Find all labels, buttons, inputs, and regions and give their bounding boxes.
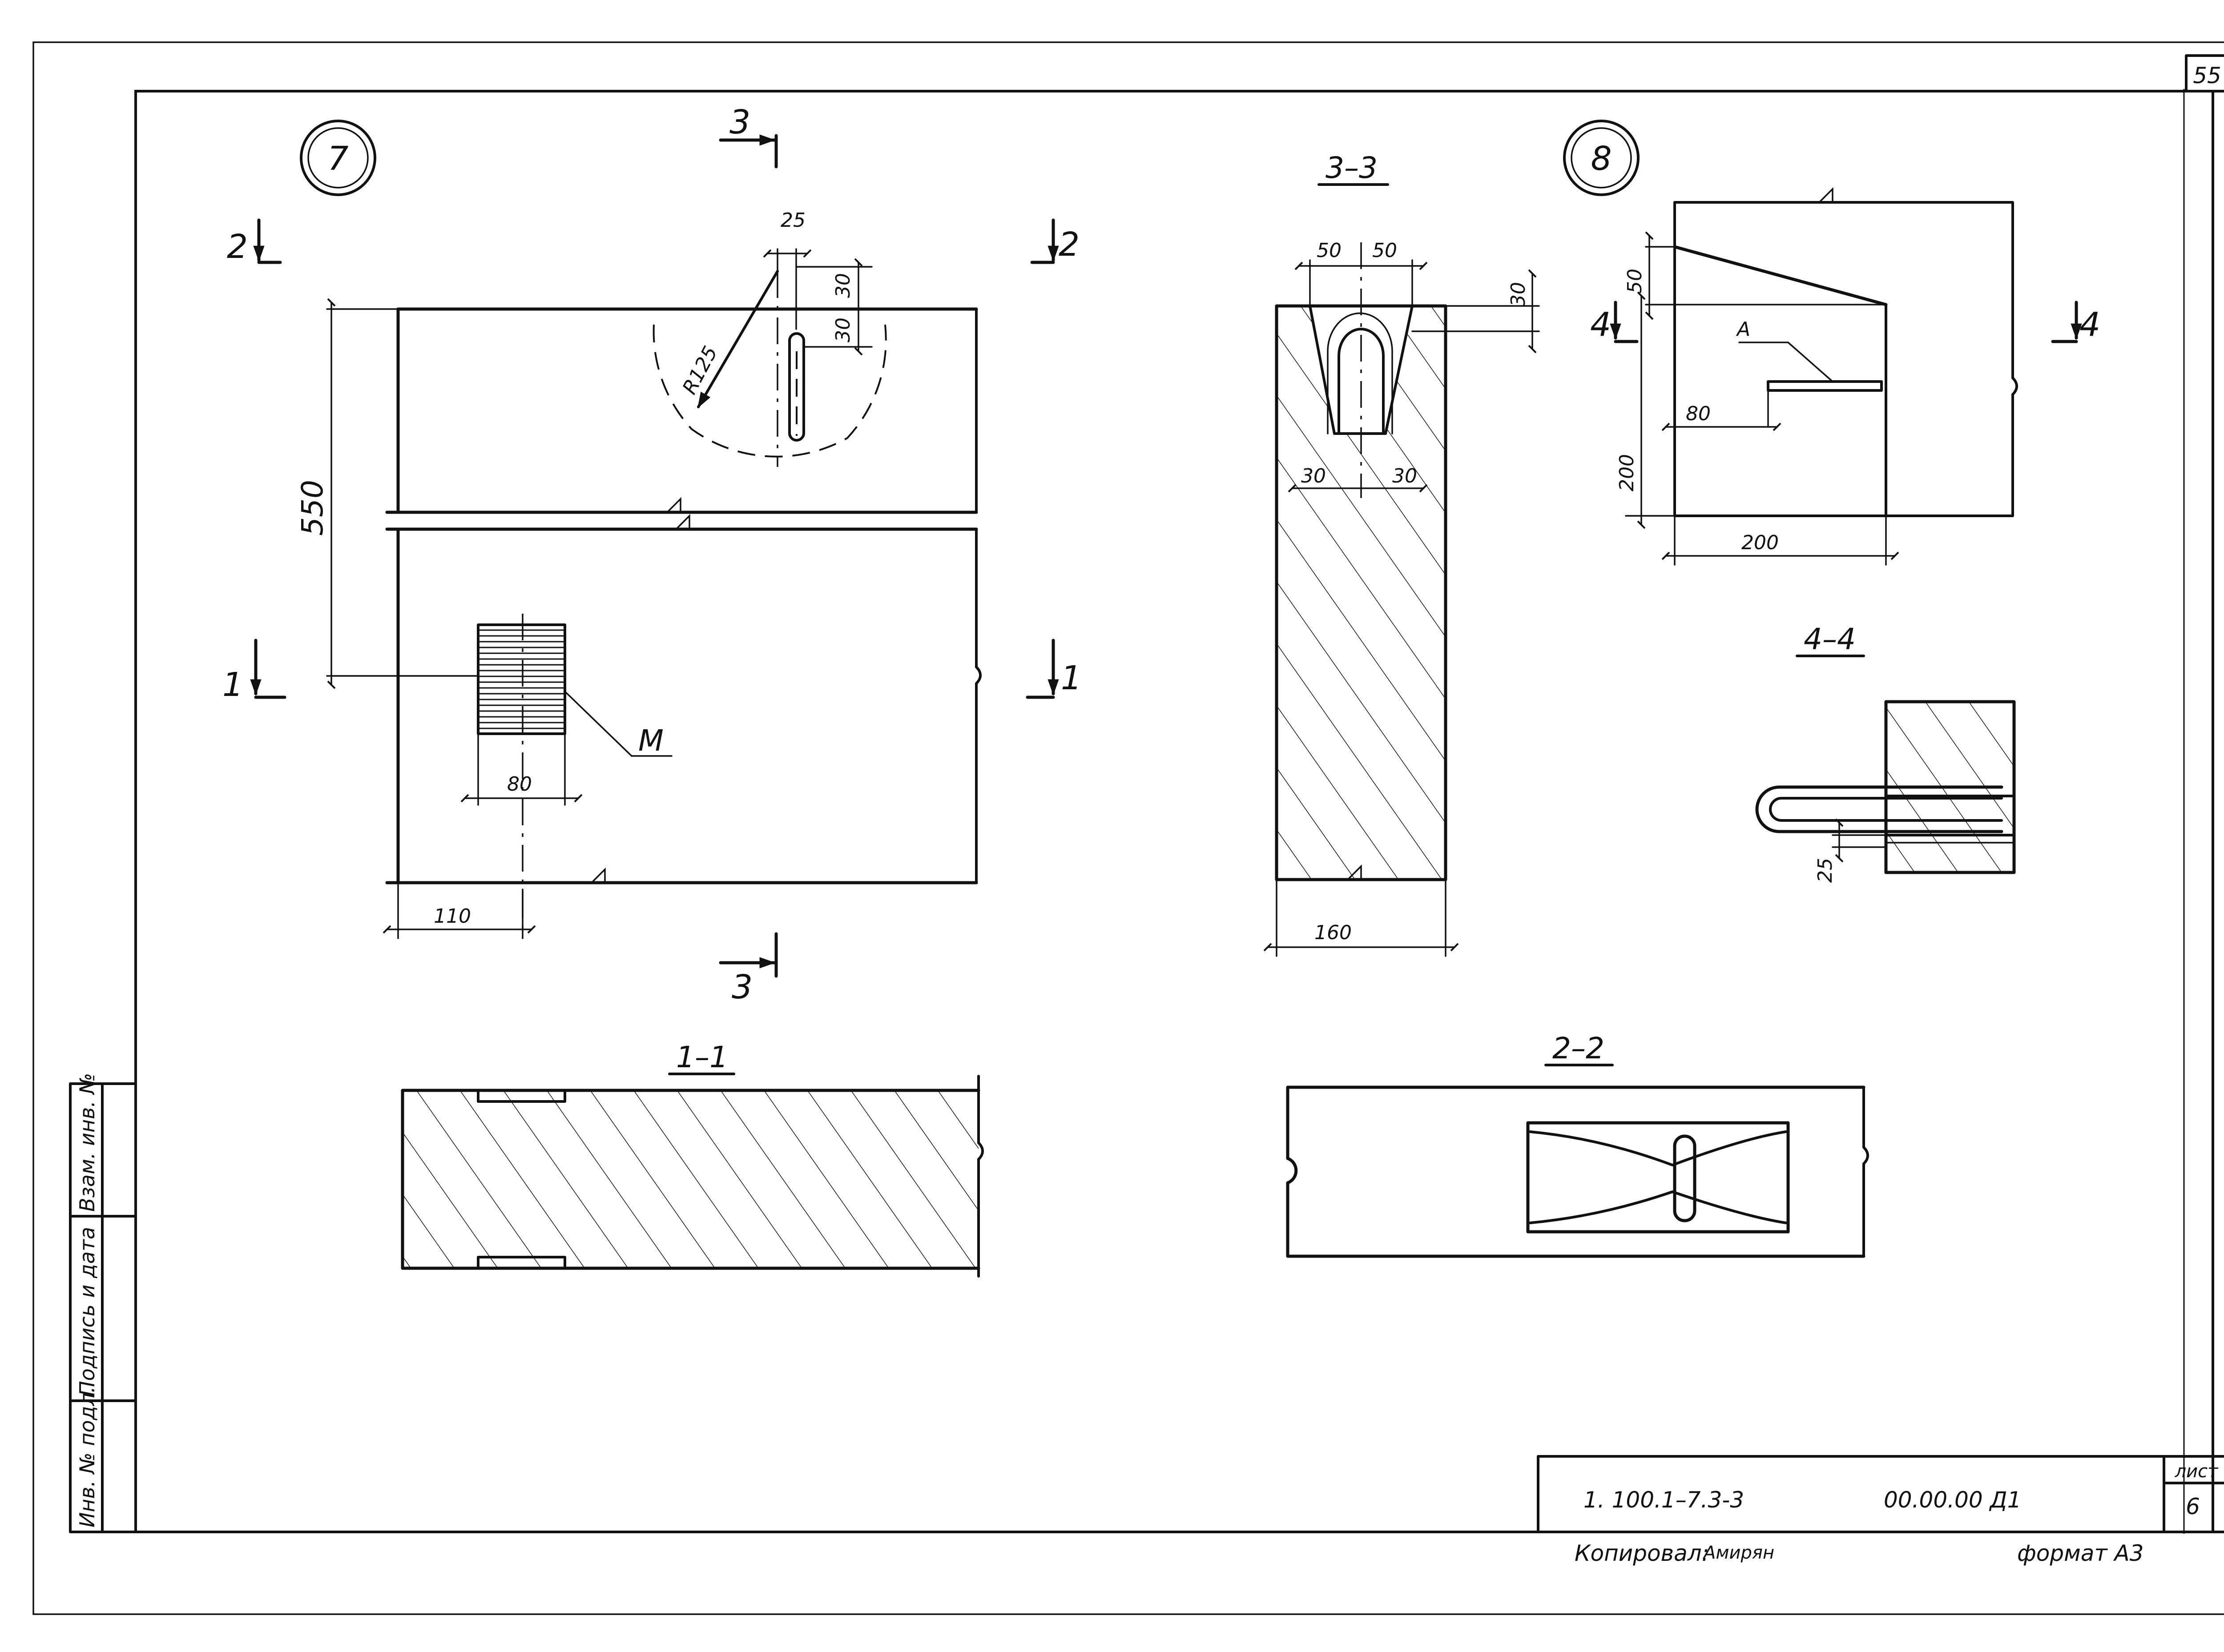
dim-30-bottom-right: 30: [1392, 465, 1417, 487]
sheet-frame: [32, 41, 2224, 1615]
svg-text:1: 1: [222, 666, 243, 704]
dim-30-bottom-left: 30: [1301, 465, 1326, 487]
dim-25: 25: [781, 209, 806, 232]
section-1-1: 1–1: [401, 1040, 984, 1278]
section-2-2-title: 2–2: [1552, 1031, 1604, 1065]
dim-25-section44: 25: [1814, 858, 1837, 883]
copier-signature: Амирян: [1702, 1543, 1774, 1563]
doc-number: 00.00.00 Д1: [1884, 1487, 2021, 1513]
svg-text:2: 2: [1059, 225, 1080, 264]
side-stamp-signature-date: Подпись и дата: [75, 1227, 99, 1396]
dim-80-detail8: 80: [1686, 402, 1711, 425]
title-block: лист 6 1. 100.1–7.3-3 00.00.00 Д1: [1537, 1455, 2224, 1533]
dim-r125: R125: [678, 342, 722, 398]
section-mark-4-right: 4: [2051, 301, 2100, 344]
detail-8-number: 8: [1591, 140, 1612, 178]
format-label: формат А3: [2017, 1540, 2143, 1566]
svg-text:3: 3: [732, 968, 753, 1006]
svg-text:4: 4: [1590, 305, 1611, 344]
section-3-3-title: 3–3: [1326, 151, 1378, 185]
dim-80-plate: 80: [507, 773, 532, 796]
dim-30-lower: 30: [832, 318, 854, 342]
section-4-4-title: 4–4: [1804, 622, 1856, 656]
section-mark-1-right: 1: [1026, 639, 1082, 699]
section-mark-2-left: 2: [227, 218, 282, 266]
dim-200-horizontal: 200: [1741, 531, 1779, 554]
sheet-label: лист: [2175, 1461, 2219, 1482]
svg-text:1: 1: [1061, 659, 1082, 697]
svg-text:2: 2: [227, 228, 248, 266]
section-1-1-title: 1–1: [676, 1040, 728, 1074]
doc-code: 1. 100.1–7.3-3: [1583, 1487, 1744, 1513]
copied-by-label: Копировал:: [1575, 1540, 1709, 1566]
dim-50-left: 50: [1317, 239, 1342, 262]
section-mark-1-left: 1: [222, 639, 286, 704]
dim-30-upper: 30: [832, 273, 854, 298]
dim-110: 110: [434, 905, 471, 928]
detail-7-number: 7: [327, 140, 348, 178]
section-mark-3-top: 3: [719, 103, 778, 169]
dim-550: 550: [295, 480, 330, 536]
dim-160: 160: [1314, 921, 1352, 944]
section-2-2: 2–2: [1286, 1031, 1869, 1258]
dim-50-detail8: 50: [1624, 269, 1646, 293]
detail-8: 8 А 50 200 80 200: [1563, 120, 2100, 566]
side-stamp-original-inv: Инв. № подл.: [75, 1387, 99, 1527]
leader-a: А: [1736, 318, 1750, 341]
dim-200-vertical: 200: [1616, 454, 1638, 491]
dim-50-right: 50: [1372, 239, 1397, 262]
section-3-3: 3–3 50 50 30 30 30 160: [1263, 151, 1540, 957]
section-mark-2-right: 2: [1030, 218, 1080, 264]
detail-7: 7 R125 25 30 30: [222, 103, 1082, 1006]
side-stamp: Взам. инв. № Подпись и дата Инв. № подл.: [69, 1073, 137, 1533]
svg-text:3: 3: [729, 103, 750, 141]
section-mark-3-bottom: 3: [719, 932, 778, 1006]
section-mark-4-left: 4: [1590, 301, 1639, 344]
side-stamp-replaced-inv: Взам. инв. №: [75, 1073, 99, 1212]
page-number-box: 55: [2185, 54, 2224, 92]
svg-text:4: 4: [2079, 305, 2100, 344]
section-4-4: 4–4 25: [1755, 622, 2016, 883]
sheet-number: 6: [2186, 1494, 2200, 1519]
leader-m: М: [638, 724, 664, 758]
dim-30-top: 30: [1507, 282, 1530, 307]
page-number: 55: [2193, 63, 2221, 88]
